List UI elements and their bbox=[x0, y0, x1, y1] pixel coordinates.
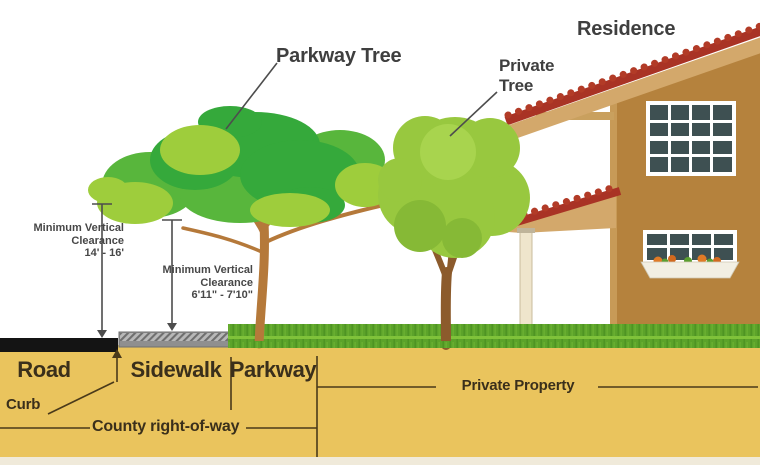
road-clearance-line1: Minimum Vertical bbox=[33, 222, 124, 234]
private-tree-leader-line bbox=[449, 91, 498, 137]
road-clearance-range: 14' - 16' bbox=[84, 247, 124, 260]
private-property-label: Private Property bbox=[461, 377, 575, 394]
flower-box bbox=[640, 254, 740, 279]
road-clearance-line2: Clearance bbox=[71, 234, 124, 247]
sidewalk-clearance-line2: Clearance bbox=[200, 276, 253, 289]
parkway-tree-leader-line bbox=[225, 62, 278, 130]
grass-fringe bbox=[228, 341, 760, 348]
parkway-tree-canopy bbox=[88, 106, 395, 227]
county-right-of-way-label: County right-of-way bbox=[92, 418, 240, 435]
main-roof bbox=[504, 22, 760, 140]
sidewalk-slab bbox=[118, 331, 230, 348]
sidewalk-label: Sidewalk bbox=[130, 357, 222, 382]
road-surface bbox=[0, 338, 118, 352]
private-tree bbox=[378, 116, 530, 350]
private-tree-canopy bbox=[378, 116, 530, 258]
residence-house bbox=[488, 22, 760, 333]
sidewalk-clearance-note: Minimum Vertical Clearance 6'11" - 7'10" bbox=[149, 264, 253, 302]
sidewalk-clearance-range: 6'11" - 7'10" bbox=[191, 289, 253, 302]
ground-footer-strip bbox=[0, 457, 760, 465]
parkway-tree-label: Parkway Tree bbox=[276, 45, 402, 67]
ground-annotation-lines bbox=[0, 349, 758, 457]
road-clearance-arrowhead bbox=[97, 330, 107, 338]
residence-label: Residence bbox=[577, 18, 676, 40]
parkway-label: Parkway bbox=[229, 357, 317, 382]
measurement-marks bbox=[92, 62, 498, 338]
ground-soil bbox=[0, 345, 760, 458]
parkway-tree bbox=[88, 106, 395, 349]
curb-label: Curb bbox=[6, 396, 41, 413]
upper-window bbox=[646, 101, 736, 176]
sidewalk-clearance-line1: Minimum Vertical bbox=[162, 264, 253, 276]
private-tree-label: Private Tree bbox=[499, 56, 555, 95]
curb-arrowhead bbox=[112, 349, 122, 358]
porch-post bbox=[517, 228, 535, 333]
road-label: Road bbox=[17, 357, 71, 382]
curb-leader-diagonal bbox=[47, 381, 115, 415]
sidewalk-clearance-arrowhead bbox=[167, 323, 177, 331]
road-clearance-note: Minimum Vertical Clearance 14' - 16' bbox=[20, 222, 124, 260]
